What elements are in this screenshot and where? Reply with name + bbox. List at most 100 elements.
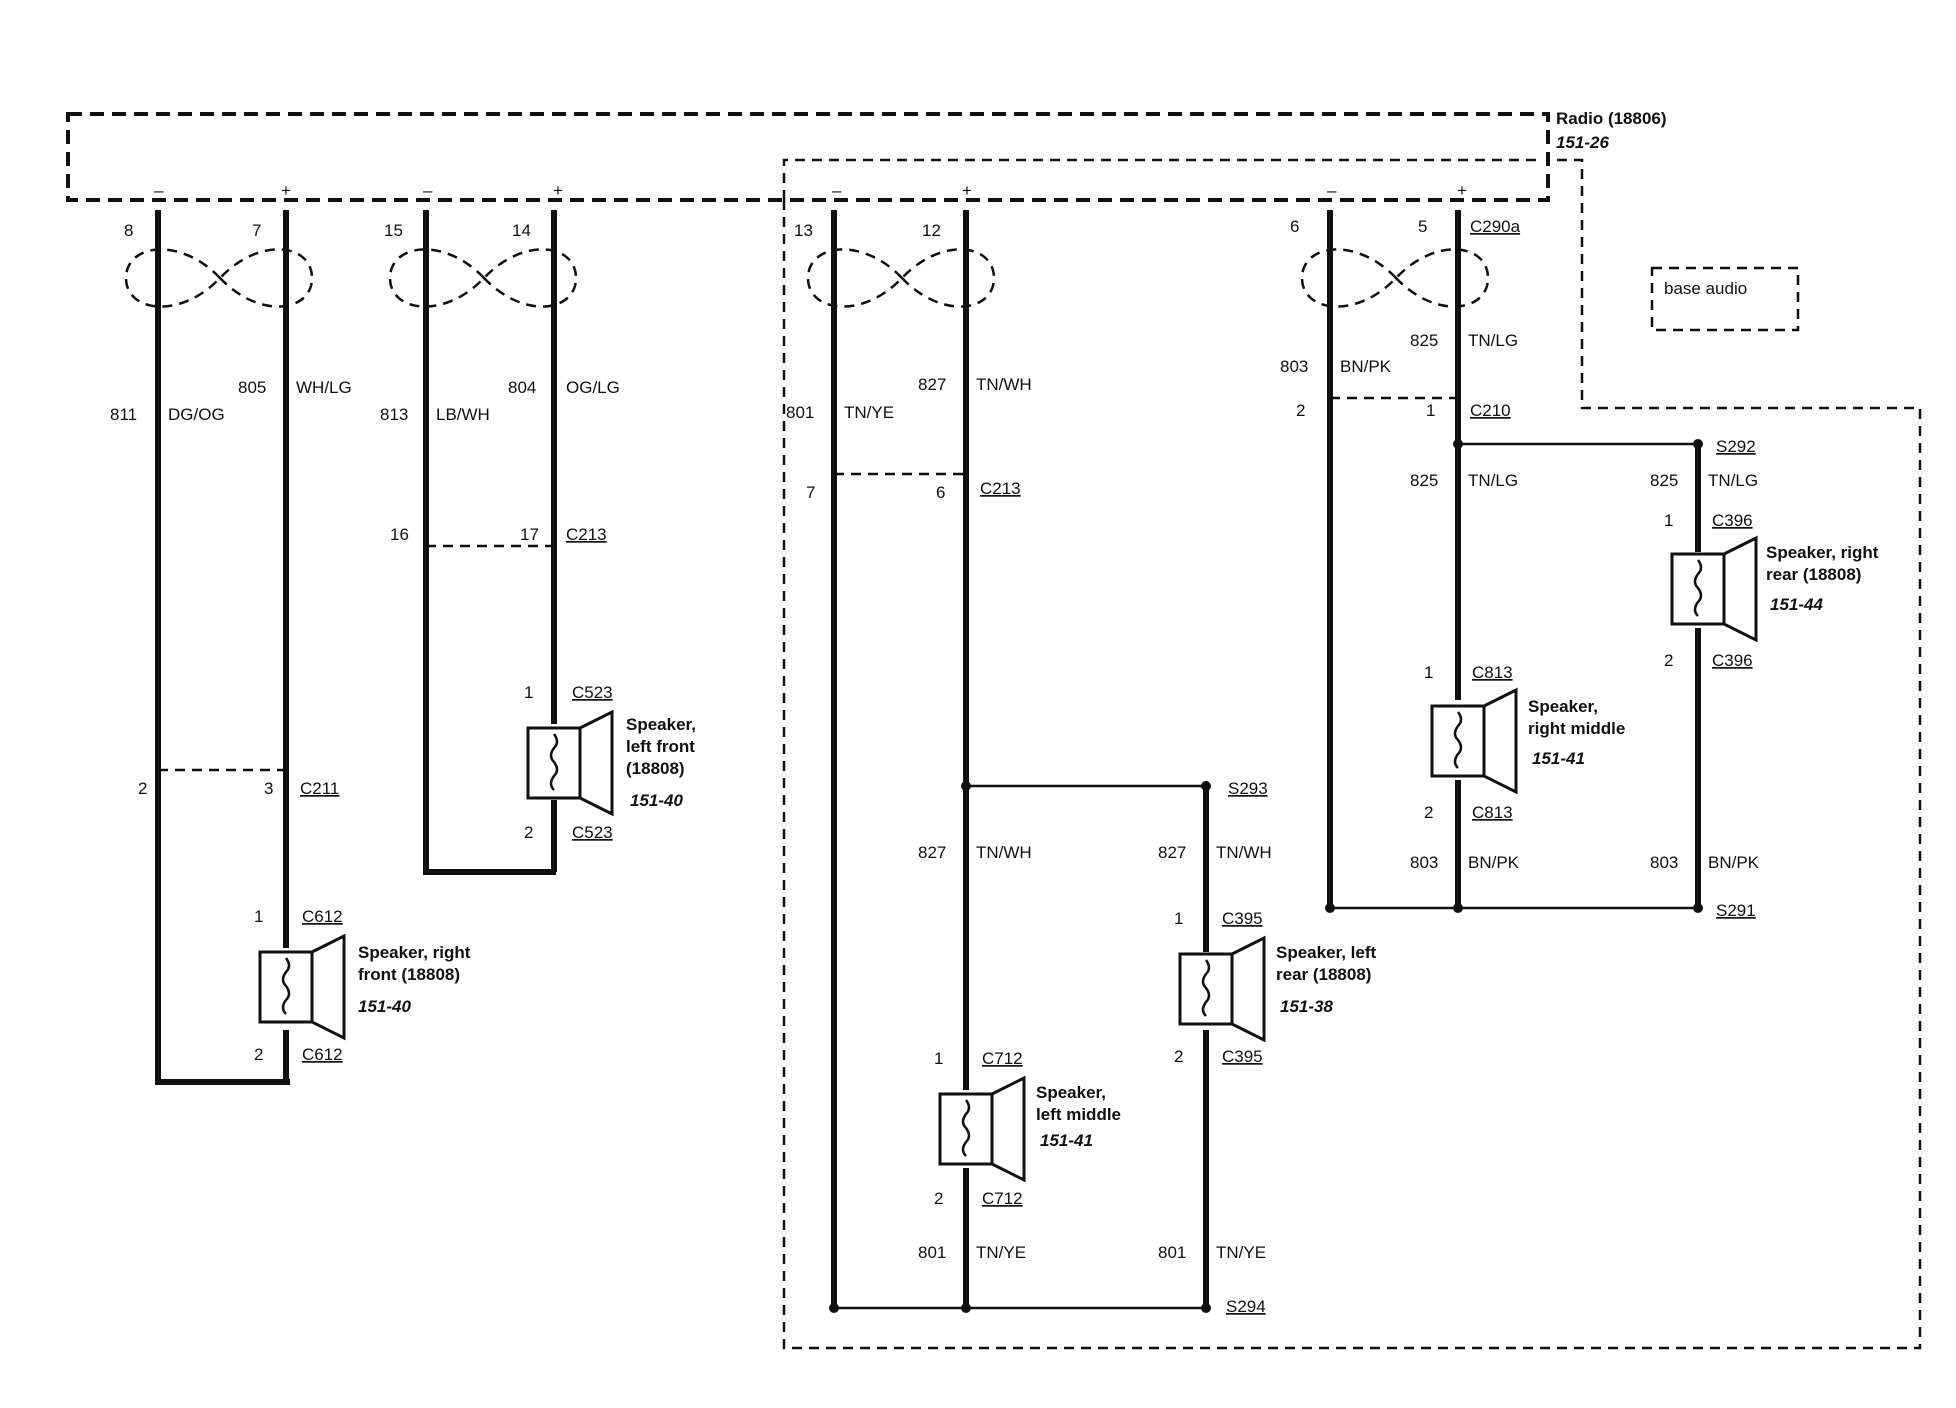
wires xyxy=(155,210,1701,1310)
connector-c612: C612 xyxy=(302,1045,343,1064)
speaker-cone xyxy=(1722,535,1758,643)
circuit-labels: 811 DG/OG 805 WH/LG 813 LB/WH 804 OG/LG … xyxy=(110,331,1760,1262)
connector-c213: C213 xyxy=(566,525,607,544)
speaker-magnet xyxy=(1178,952,1234,1026)
speaker-coil xyxy=(1201,959,1211,1017)
inline-connectors xyxy=(158,396,1458,772)
speaker-cone xyxy=(1230,935,1266,1043)
speaker-cone xyxy=(1482,687,1518,795)
pin-number: 1 xyxy=(1424,663,1433,682)
pin-number: 1 xyxy=(1426,401,1435,420)
splice-s292: S292 xyxy=(1716,437,1756,456)
speaker-right-front-label: front (18808) xyxy=(358,965,460,984)
minus-mark: – xyxy=(423,181,433,200)
circuit-color: LB/WH xyxy=(436,405,490,424)
pin-number: 2 xyxy=(524,823,533,842)
circuit-number: 827 xyxy=(1158,843,1186,862)
pin-number: 2 xyxy=(934,1189,943,1208)
circuit-color: TN/LG xyxy=(1708,471,1758,490)
terminal-7: 7 xyxy=(252,221,261,240)
splice-dot xyxy=(1325,903,1335,913)
speaker-left-front-ref: 151-40 xyxy=(630,791,683,810)
minus-mark: – xyxy=(1327,181,1337,200)
speaker-right-front-ref: 151-40 xyxy=(358,997,411,1016)
pin-number: 1 xyxy=(1664,511,1673,530)
connector-c523: C523 xyxy=(572,823,613,842)
pin-number: 2 xyxy=(1296,401,1305,420)
circuit-color: TN/LG xyxy=(1468,331,1518,350)
splice-dot xyxy=(1693,439,1703,449)
connector-c712: C712 xyxy=(982,1189,1023,1208)
splice-s293: S293 xyxy=(1228,779,1268,798)
splice-dot xyxy=(961,781,971,791)
pin-number: 2 xyxy=(1174,1047,1183,1066)
circuit-number: 803 xyxy=(1650,853,1678,872)
minus-mark: – xyxy=(154,181,164,200)
wire-813 xyxy=(423,210,556,875)
wire-811 xyxy=(155,210,290,1085)
speaker-left-middle-label: Speaker, xyxy=(1036,1083,1106,1102)
circuit-color: WH/LG xyxy=(296,378,352,397)
speaker-left-rear-label: rear (18808) xyxy=(1276,965,1371,984)
circuit-color: TN/WH xyxy=(976,843,1032,862)
connector-c712: C712 xyxy=(982,1049,1023,1068)
speaker-left-rear-ref: 151-38 xyxy=(1280,997,1333,1016)
pin-number: 7 xyxy=(806,483,815,502)
twisted-pair xyxy=(806,248,996,308)
connector-c396: C396 xyxy=(1712,651,1753,670)
splice-dot xyxy=(961,1303,971,1313)
speaker-labels: Speaker, right front (18808) 151-40 Spea… xyxy=(358,543,1879,1150)
region-boundary-rear xyxy=(782,158,1536,200)
circuit-number: 803 xyxy=(1410,853,1438,872)
circuit-number: 801 xyxy=(786,403,814,422)
circuit-color: TN/YE xyxy=(1216,1243,1266,1262)
minus-mark: – xyxy=(832,181,842,200)
twisted-pair-symbols xyxy=(124,248,1490,308)
twisted-pair xyxy=(388,248,578,308)
radio-page-ref: 151-26 xyxy=(1556,133,1609,152)
speaker-right-front-label: Speaker, right xyxy=(358,943,471,962)
circuit-color: BN/PK xyxy=(1708,853,1760,872)
speaker-coil xyxy=(549,733,559,791)
connector-c523: C523 xyxy=(572,683,613,702)
pin-number: 16 xyxy=(390,525,409,544)
splice-s294: S294 xyxy=(1226,1297,1266,1316)
connector-c396: C396 xyxy=(1712,511,1753,530)
speaker-cone xyxy=(310,933,346,1041)
terminal-12: 12 xyxy=(922,221,941,240)
speaker-cone xyxy=(990,1075,1026,1183)
speaker-coil xyxy=(961,1099,971,1157)
speaker-coil xyxy=(1693,559,1703,617)
splice-labels: S293 S294 S292 S291 xyxy=(1226,437,1756,1316)
speaker-left-front-label: Speaker, xyxy=(626,715,696,734)
region-boundary-rear-lower xyxy=(782,158,1922,1350)
circuit-color: TN/LG xyxy=(1468,471,1518,490)
base-audio-box xyxy=(1650,266,1800,332)
splice-dot xyxy=(1201,1303,1211,1313)
circuit-number: 827 xyxy=(918,843,946,862)
pin-number: 2 xyxy=(254,1045,263,1064)
speaker-right-rear-label: rear (18808) xyxy=(1766,565,1861,584)
pin-number: 1 xyxy=(934,1049,943,1068)
speaker-left-rear xyxy=(1178,935,1266,1043)
splice-dot xyxy=(1453,439,1463,449)
splice-dot xyxy=(829,1303,839,1313)
circuit-number: 825 xyxy=(1650,471,1678,490)
radio-box xyxy=(66,112,1550,202)
pin-number: 3 xyxy=(264,779,273,798)
splice-dots xyxy=(829,439,1703,1313)
terminal-5: 5 xyxy=(1418,217,1427,236)
terminal-labels: – + – + – + – + 8 7 15 14 13 12 6 5 C290… xyxy=(124,181,1521,240)
twisted-pair xyxy=(1300,248,1490,308)
speaker-cone xyxy=(578,709,614,817)
speaker-left-middle-label: left middle xyxy=(1036,1105,1121,1124)
speaker-right-middle-label: right middle xyxy=(1528,719,1625,738)
speaker-left-middle xyxy=(938,1075,1026,1183)
pin-number: 1 xyxy=(254,907,263,926)
speaker-right-rear-ref: 151-44 xyxy=(1770,595,1823,614)
terminal-8: 8 xyxy=(124,221,133,240)
circuit-number: 825 xyxy=(1410,471,1438,490)
circuit-color: TN/YE xyxy=(844,403,894,422)
speaker-left-front xyxy=(526,709,614,817)
